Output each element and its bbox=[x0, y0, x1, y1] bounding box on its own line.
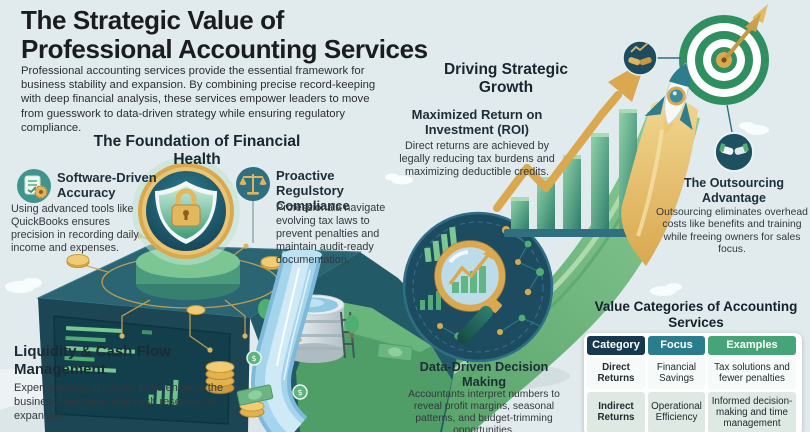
cash-flow-river: $ $ bbox=[246, 249, 322, 432]
feature-accuracy-title: Software-Driven Accuracy bbox=[57, 170, 157, 200]
dashboard-bars-icon bbox=[63, 326, 179, 405]
foundation-heading: The Foundation of Financial Health bbox=[93, 133, 301, 168]
magnifier-chart-icon bbox=[402, 211, 554, 363]
table-cell: Indirect Returns bbox=[587, 391, 645, 432]
dollar-chip-icon: $ $ bbox=[246, 350, 308, 400]
network-nodes bbox=[437, 226, 544, 340]
dashboard-screen bbox=[53, 315, 231, 425]
rocket-icon bbox=[644, 62, 693, 134]
data-driven-title: Data-Driven Decision Making bbox=[419, 359, 549, 389]
feature-compliance-title: Proactive Regulstory Compliance bbox=[276, 168, 350, 213]
table-cell: Operational Efficiency bbox=[648, 391, 705, 432]
balance-scale-icon bbox=[236, 167, 270, 201]
table-cell: Tax solutions and fewer penalties bbox=[708, 358, 796, 389]
table-header-category: Category bbox=[587, 336, 645, 356]
target-dart-icon bbox=[679, 4, 769, 105]
outsourcing-body: Outsourcing eliminates overhead costs li… bbox=[656, 207, 808, 256]
page-title-line1: The Strategic Value of bbox=[21, 5, 284, 35]
shield-lock-icon bbox=[132, 157, 240, 300]
rising-bar-chart-icon bbox=[493, 60, 652, 237]
table-cell: Financial Savings bbox=[648, 358, 705, 389]
svg-text:$: $ bbox=[297, 388, 302, 397]
table-header-focus: Focus bbox=[648, 336, 705, 356]
intro-paragraph: Professional accounting services provide… bbox=[21, 65, 376, 134]
liquidity-title: Liquidity & Cash Flow Management bbox=[14, 343, 171, 378]
outsourcing-title: The Outsourcing Advantage bbox=[684, 176, 784, 205]
feature-accuracy-body: Using advanced tools like QuickBooks ens… bbox=[11, 203, 139, 254]
data-driven-body: Accountants interpret numbers to reveal … bbox=[408, 389, 560, 432]
page-title: The Strategic Value of Professional Acco… bbox=[21, 6, 428, 64]
handshake-growth-icon bbox=[622, 40, 658, 76]
table-heading: Value Categories of Accounting Services bbox=[594, 299, 798, 330]
document-gear-icon bbox=[17, 169, 51, 203]
value-categories-table: Category Focus Examples Direct Returns F… bbox=[584, 333, 802, 432]
roi-title: Maximized Return on Investment (ROI) bbox=[411, 107, 543, 137]
table-cell: Direct Returns bbox=[587, 358, 645, 389]
growth-heading: Driving Strategic Growth bbox=[443, 61, 569, 96]
coin-stack-icon bbox=[205, 361, 265, 418]
page-title-line2: Professional Accounting Services bbox=[21, 34, 428, 64]
feature-compliance-body: Professionala navigate evolving tax laws… bbox=[276, 202, 386, 266]
cloud-icon bbox=[5, 122, 769, 296]
svg-text:$: $ bbox=[251, 354, 256, 363]
coin-icon bbox=[66, 254, 284, 315]
banknote-icon bbox=[236, 342, 413, 406]
liquidity-body: Expert tracking of capital flows ensures… bbox=[14, 382, 224, 422]
roi-body: Direct returns are achieved by legally r… bbox=[399, 140, 555, 178]
table-cell: Informed decision-making and time manage… bbox=[708, 391, 796, 432]
table-header-examples: Examples bbox=[708, 336, 796, 356]
handshake-icon bbox=[714, 132, 754, 172]
